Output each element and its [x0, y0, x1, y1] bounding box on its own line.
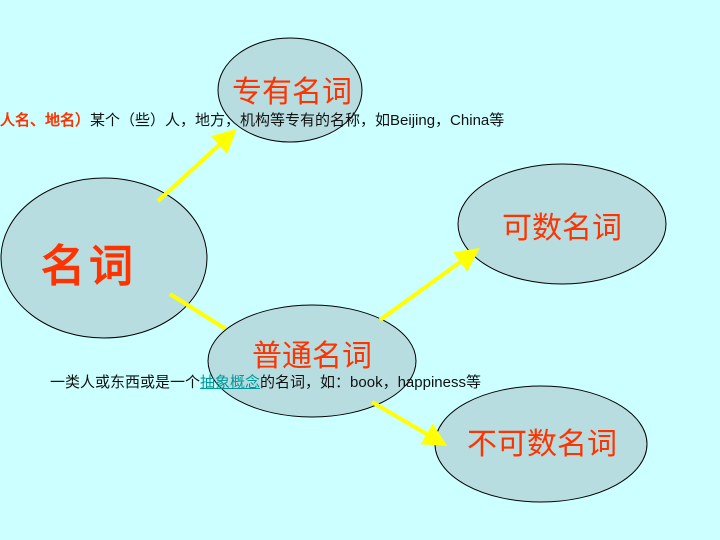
- proper-noun-note-text: 某个（些）人，地方，机构等专有的名称，如: [90, 111, 391, 129]
- proper-noun-note-suffix: 等: [489, 111, 505, 129]
- node-countable-shape: [457, 163, 667, 285]
- common-noun-note-examples: book，happiness: [350, 374, 466, 391]
- node-uncountable-shape: [434, 385, 648, 503]
- proper-noun-note-examples: Beijing，China: [390, 112, 490, 129]
- common-noun-note-mid: 的名词，如：: [260, 373, 351, 391]
- node-common-shape: [207, 304, 417, 418]
- common-noun-note: 一类人或东西或是一个抽象概念的名词，如：book，happiness等: [50, 371, 481, 392]
- proper-noun-note: 人名、地名）某个（些）人，地方，机构等专有的名称，如Beijing，China等: [0, 109, 504, 130]
- arrow-noun-to-proper: [156, 128, 237, 203]
- arrow-common-to-countable: [378, 247, 480, 322]
- arrow-common-to-uncountable: [370, 400, 448, 447]
- common-noun-note-suffix: 等: [465, 373, 481, 391]
- abstract-concept-link[interactable]: 抽象概念: [200, 373, 261, 391]
- common-noun-note-text: 一类人或东西或是一个: [50, 373, 201, 391]
- proper-noun-note-prefix: 人名、地名）: [0, 111, 91, 129]
- node-proper-shape: [217, 37, 363, 143]
- node-noun-shape: [0, 177, 208, 339]
